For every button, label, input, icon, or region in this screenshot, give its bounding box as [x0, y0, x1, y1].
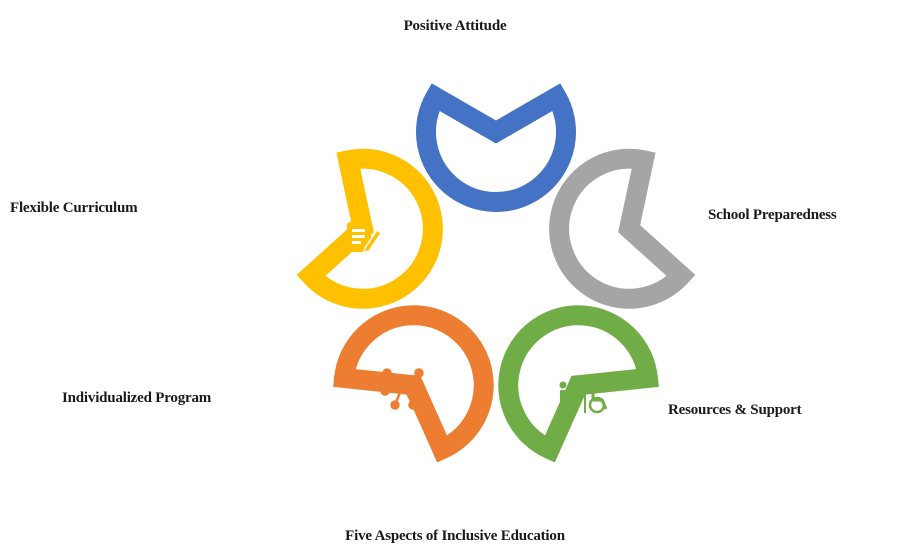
network-nodes-icon: [380, 368, 426, 410]
petal-individualized-program: [333, 305, 494, 463]
petal-resources-support: [498, 305, 659, 463]
diagram-caption: Five Aspects of Inclusive Education: [345, 528, 565, 544]
document-edit-icon: [347, 222, 383, 253]
label-individualized-program: Individualized Program: [62, 390, 212, 406]
label-flexible-curriculum: Flexible Curriculum: [10, 200, 138, 216]
petal-school-preparedness: [549, 148, 696, 309]
accessibility-people-icon: [559, 381, 608, 414]
petal-flexible-curriculum: [296, 148, 443, 309]
label-resources-support: Resources & Support: [668, 402, 802, 418]
label-school-preparedness: School Preparedness: [708, 207, 837, 223]
petal-positive-attitude: [416, 83, 576, 212]
label-positive-attitude: Positive Attitude: [403, 18, 507, 34]
